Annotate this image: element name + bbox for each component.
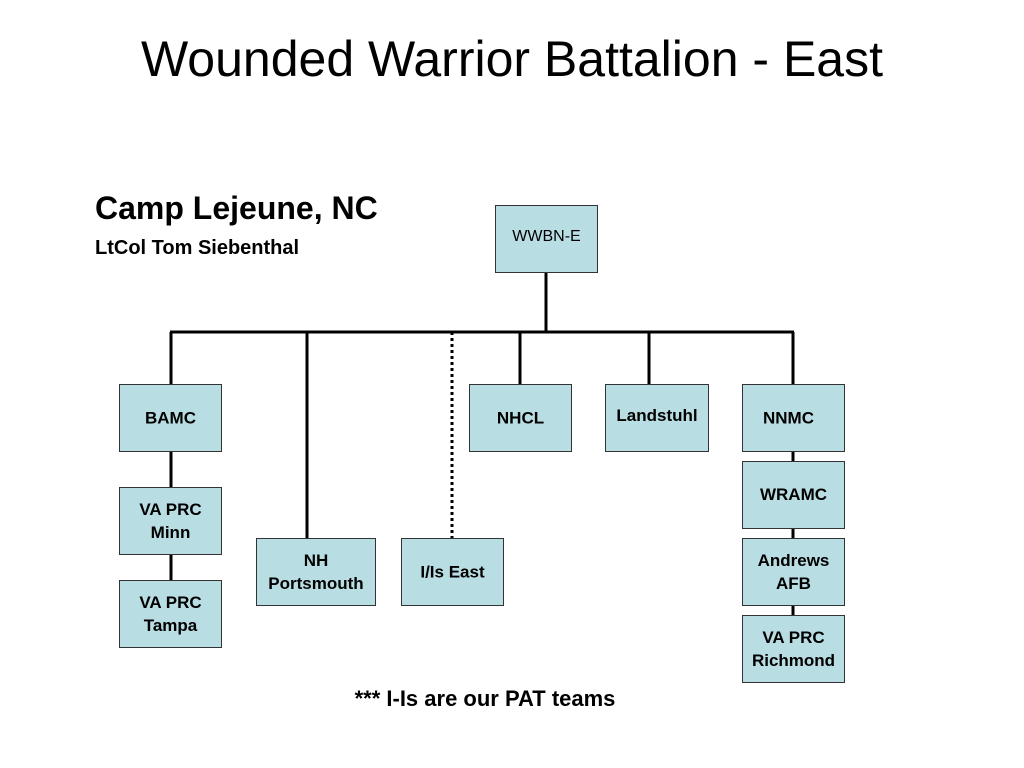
org-box-bamc: BAMC [119, 384, 222, 452]
org-box-label: I/Is East [420, 562, 485, 582]
commander-name: LtCol Tom Siebenthal [95, 237, 300, 259]
location-heading: Camp Lejeune, NC [95, 190, 378, 226]
slide-title: Wounded Warrior Battalion - East [141, 31, 883, 87]
org-box-va-prc-tampa: VA PRC Tampa [119, 580, 222, 648]
org-box-label: VA PRC Tampa [139, 593, 202, 635]
org-box-label: VA PRC Minn [139, 500, 202, 542]
org-box-ils-east: I/Is East [401, 538, 504, 606]
org-box-label: NHCL [496, 408, 545, 428]
org-box-label: WWBN-E [512, 228, 581, 245]
org-box-label: Andrews AFB [757, 551, 830, 593]
org-box-nhcl: NHCL [469, 384, 572, 452]
footnote: *** I-Is are our PAT teams [354, 686, 616, 711]
org-box-label: BAMC [145, 408, 196, 428]
org-box-label: Landstuhl [616, 406, 698, 425]
org-box-wwbn-e: WWBN-E [495, 205, 598, 273]
org-box-landstuhl: Landstuhl [605, 384, 709, 452]
org-box-label: NNMC [763, 408, 814, 428]
org-box-nh-portsmouth: NH Portsmouth [256, 538, 376, 606]
org-box-label: VA PRC Richmond [751, 628, 836, 670]
org-box-label: NH Portsmouth [268, 551, 364, 593]
org-box-label: WRAMC [759, 485, 828, 504]
org-box-andrews-afb: Andrews AFB [742, 538, 845, 606]
org-box-nnmc: NNMC [742, 384, 845, 452]
org-box-va-prc-richmond: VA PRC Richmond [742, 615, 845, 683]
org-box-wramc: WRAMC [742, 461, 845, 529]
org-box-va-prc-minn: VA PRC Minn [119, 487, 222, 555]
